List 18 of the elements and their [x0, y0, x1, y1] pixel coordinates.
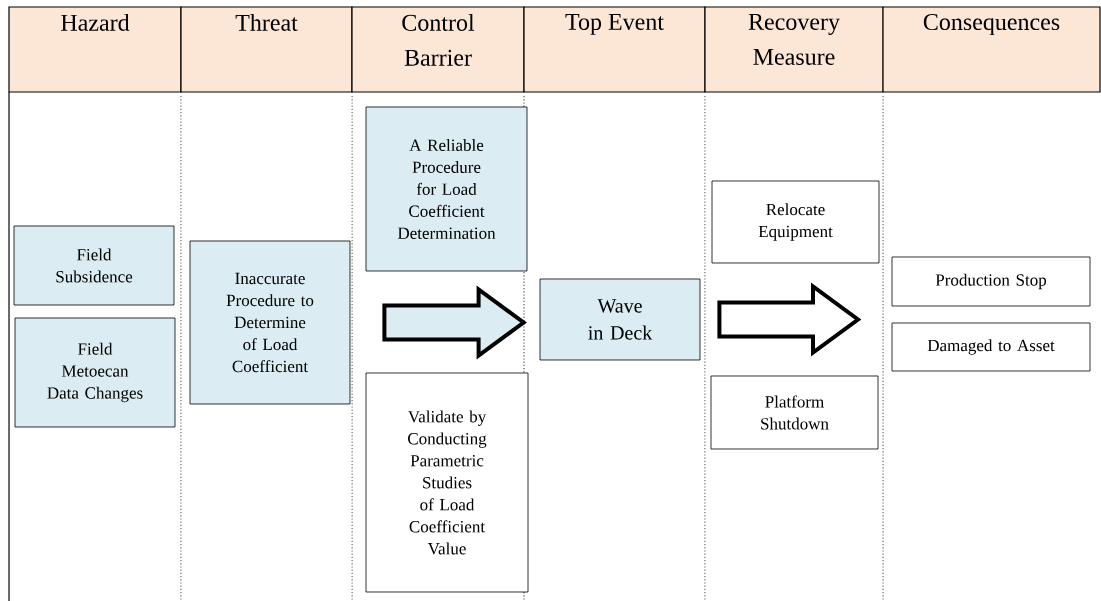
event-box: Field Subsidence: [13, 225, 175, 306]
event-box: Validate by Conducting Parametric Studies of Load Coefficient Value: [365, 372, 529, 593]
event-box: A Reliable Procedure for Load Coefficient Determination: [365, 106, 528, 272]
event-box: Relocate Equipment: [711, 180, 880, 264]
column-header: Consequences: [882, 6, 1101, 93]
block-arrow: [717, 282, 862, 357]
event-box: Wave in Deck: [539, 278, 701, 361]
event-box: Damaged to Asset: [891, 322, 1091, 372]
column-header: Threat: [180, 6, 353, 93]
column-header: Top Event: [523, 6, 706, 93]
column-header: Recovery Measure: [704, 6, 884, 93]
event-box: Field Metoecan Data Changes: [14, 317, 176, 428]
event-box: Platform Shutdown: [710, 375, 879, 450]
column-header: Control Barrier: [351, 6, 525, 93]
event-box: Inaccurate Procedure to Determine of Load Coefficient: [189, 240, 351, 405]
event-box: Production Stop: [891, 256, 1091, 307]
column-header: Hazard: [8, 6, 182, 93]
block-arrow: [382, 285, 527, 360]
